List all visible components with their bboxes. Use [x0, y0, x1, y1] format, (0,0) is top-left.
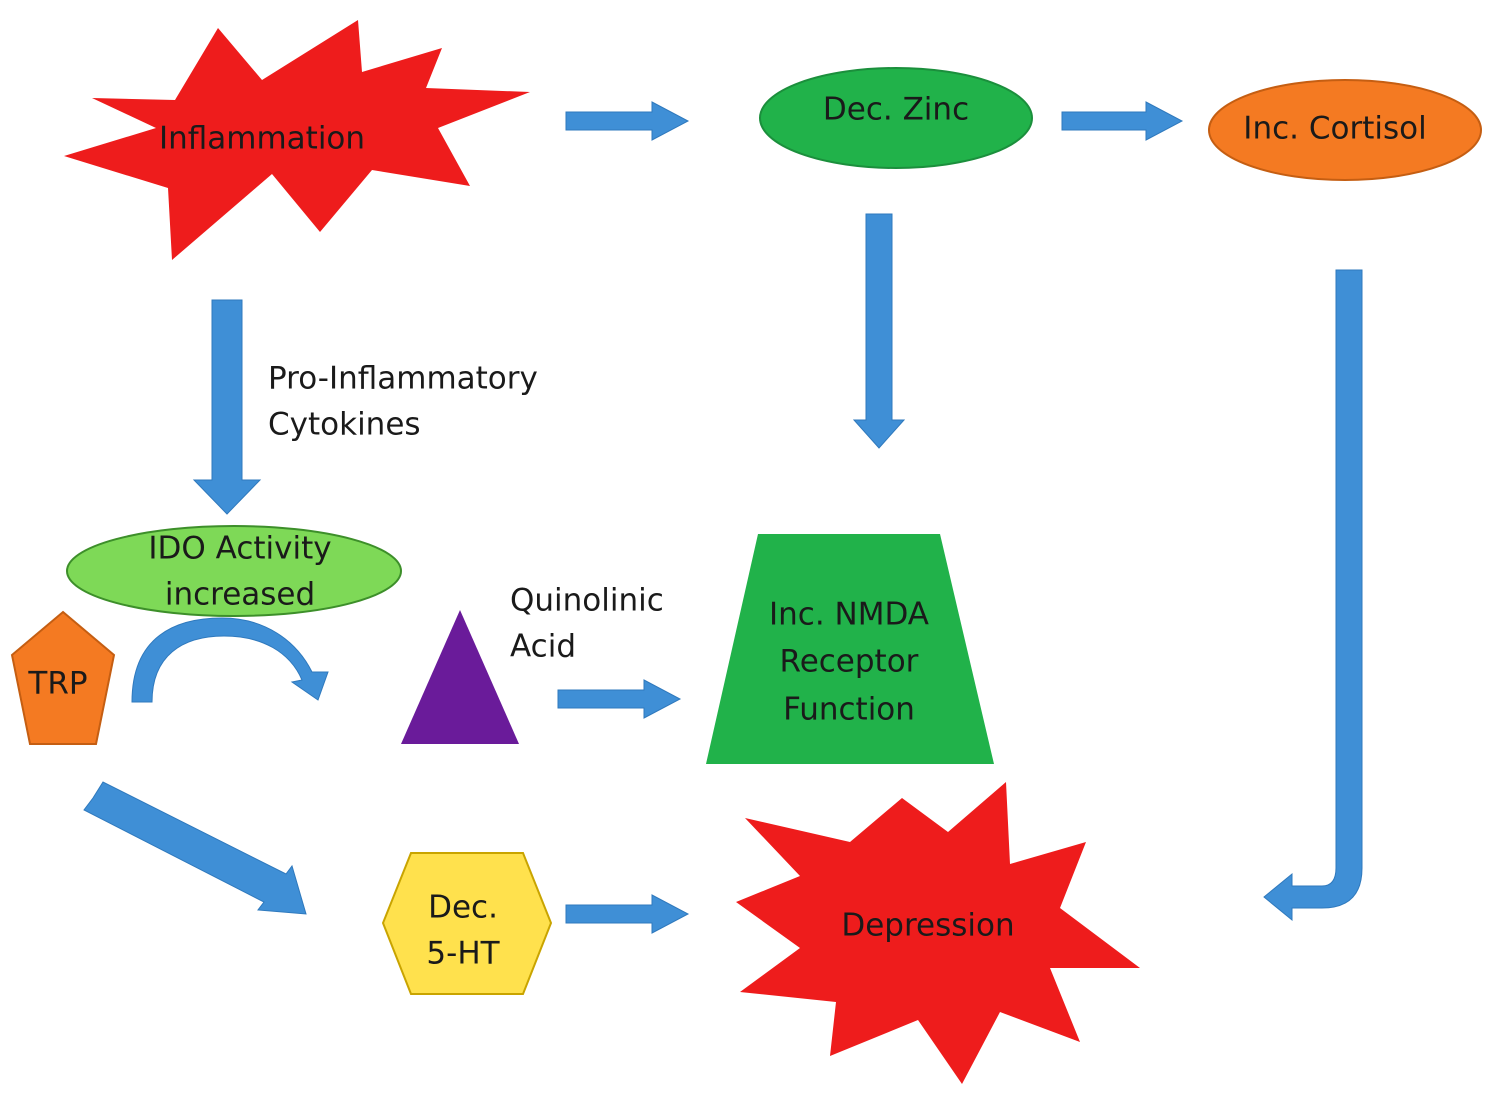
- depression-node: Depression: [736, 782, 1140, 1084]
- dec-5ht-node: Dec. 5-HT: [381, 852, 553, 995]
- depression-label: Depression: [841, 908, 1014, 944]
- arrow-quinolinic-to-nmda: [557, 679, 682, 719]
- trp-label: TRP: [27, 666, 87, 702]
- dec-zinc-label: Dec. Zinc: [823, 92, 969, 128]
- nmda-trapezoid: [706, 534, 994, 764]
- arrow-cortisol-to-depression: [1263, 269, 1363, 922]
- dec-zinc-node: Dec. Zinc: [759, 67, 1033, 169]
- nmda-label-line1: Inc. NMDA: [769, 597, 929, 633]
- ido-activity-label-line1: IDO Activity: [148, 531, 331, 567]
- quinolinic-acid-label-line1: Quinolinic: [510, 583, 664, 619]
- arrow-5ht-to-depression: [565, 894, 690, 934]
- trp-pentagon: [10, 610, 116, 745]
- cytokines-label-line1: Pro-Inflammatory: [268, 361, 538, 397]
- ido-activity-node: IDO Activity increased: [66, 525, 402, 617]
- quinolinic-acid-label-line2: Acid: [510, 629, 576, 665]
- arrows: [83, 101, 1363, 934]
- arrow-trp-to-5ht: [83, 781, 307, 915]
- inflammation-node: Inflammation: [64, 20, 530, 260]
- arrow-zinc-to-cortisol: [1061, 101, 1184, 141]
- nmda-label-line2: Receptor: [780, 644, 919, 680]
- depression-starburst: [736, 782, 1140, 1084]
- dec-5ht-label-line1: Dec.: [428, 890, 498, 926]
- arrow-inflammation-to-zinc: [565, 101, 690, 141]
- dec-zinc-ellipse: [759, 67, 1033, 169]
- quinolinic-acid-triangle: [401, 610, 519, 744]
- inc-cortisol-node: Inc. Cortisol: [1208, 79, 1482, 181]
- cytokines-label-line2: Cytokines: [268, 407, 421, 443]
- nmda-label-line3: Function: [783, 692, 915, 728]
- dec-5ht-hexagon: [381, 852, 553, 995]
- quinolinic-acid-node: Quinolinic Acid: [401, 583, 664, 744]
- arrow-inflammation-to-ido: [192, 299, 262, 515]
- ido-activity-ellipse: [66, 525, 402, 617]
- inflammation-starburst: [64, 20, 530, 260]
- arrow-trp-curve: [131, 617, 329, 703]
- nmda-node: Inc. NMDA Receptor Function: [706, 534, 994, 764]
- inc-cortisol-label: Inc. Cortisol: [1243, 111, 1426, 147]
- inc-cortisol-ellipse: [1208, 79, 1482, 181]
- cytokines-edge-label: Pro-Inflammatory Cytokines: [268, 361, 538, 443]
- trp-node: TRP: [10, 610, 116, 745]
- arrow-zinc-to-nmda: [852, 213, 906, 449]
- inflammation-label: Inflammation: [159, 121, 365, 157]
- ido-activity-label-line2: increased: [165, 577, 315, 613]
- dec-5ht-label-line2: 5-HT: [426, 936, 500, 972]
